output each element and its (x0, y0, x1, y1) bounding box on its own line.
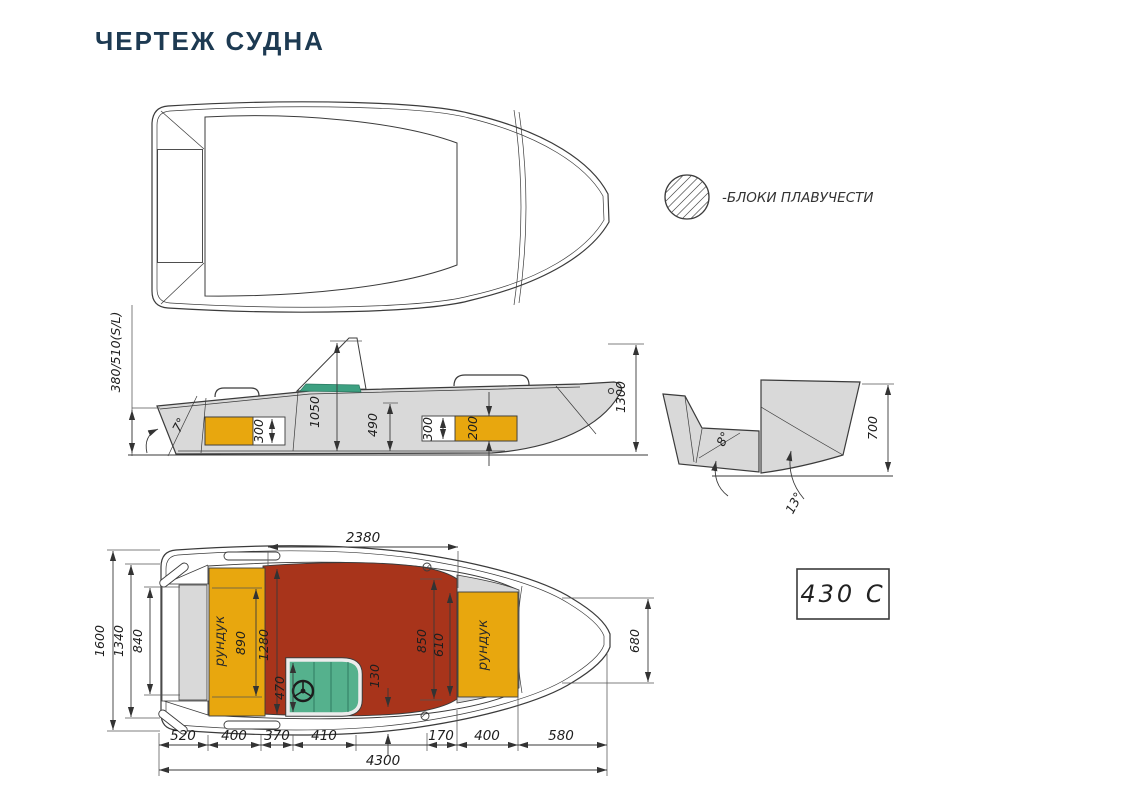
plan-cleat-top (422, 562, 432, 572)
side-windshield (295, 337, 367, 392)
section-stern-seam1 (684, 396, 695, 463)
section-deadrise-mid-arc (786, 450, 805, 500)
section-midship-inner-curve (760, 406, 844, 456)
dim-170: 170 (428, 728, 454, 744)
model-badge-frame (796, 568, 890, 620)
side-stern-seat (204, 416, 254, 446)
dim-610: 610 (431, 633, 446, 657)
side-transom-angle-line (167, 395, 198, 457)
plan-view: рундук рундук 1600 1340 840 890 1280 470… (92, 530, 654, 776)
flotation-block-symbol (664, 174, 710, 220)
side-stern-rail (214, 387, 260, 398)
dim-beam: 1600 (92, 625, 107, 657)
top-transom-panel (157, 149, 203, 263)
page-title: ЧЕРТЕЖ СУДНА (95, 26, 325, 56)
legend-label: -БЛОКИ ПЛАВУЧЕСТИ (722, 190, 873, 206)
dim-bow-seat-height: 200 (465, 416, 480, 440)
dim-680: 680 (627, 629, 642, 653)
legend: -БЛОКИ ПЛАВУЧЕСТИ (664, 174, 873, 220)
top-corner-seam-lower (160, 262, 205, 305)
section-deadrise-aft-line (698, 432, 741, 459)
top-bow-frame-seam2 (518, 111, 527, 304)
dim-windshield-height: 1050 (307, 396, 322, 428)
plan-stern-corner-seam-down (163, 700, 209, 716)
dim-bow-height: 1300 (613, 381, 628, 413)
top-view (151, 101, 610, 313)
dim-520: 520 (170, 728, 196, 744)
section-stern-seam2 (695, 428, 703, 464)
top-cockpit (204, 115, 458, 297)
dim-1340: 1340 (111, 625, 126, 657)
dim-130: 130 (367, 664, 382, 688)
plan-stern-rail-top (223, 551, 281, 561)
plan-hull-outline (160, 545, 611, 736)
dim-cockpit-depth: 490 (365, 413, 380, 437)
plan-console (286, 658, 362, 716)
side-bow-seat (454, 415, 518, 442)
side-windshield-dashboard (299, 383, 362, 393)
section-deadrise-aft-arc (711, 460, 729, 497)
dim-410: 410 (311, 728, 337, 744)
dim-freeboard: 380/510(S/L) (108, 312, 123, 393)
dim-transom-angle: 7° (169, 415, 189, 435)
bow-locker-label: рундук (475, 619, 491, 672)
plan-cleat-bottom (420, 711, 430, 721)
dim-850: 850 (414, 629, 429, 653)
side-transom-bulkhead (200, 397, 207, 454)
dim-bow-step-height: 300 (420, 417, 435, 441)
side-console-front (292, 391, 299, 452)
section-stern-half (662, 393, 760, 473)
stern-locker-label: рундук (212, 615, 228, 668)
top-hull-outline (151, 101, 610, 313)
plan-corner-rail-top (159, 562, 189, 588)
dim-840: 840 (130, 629, 145, 653)
plan-transom-platform (178, 584, 208, 701)
dim-1280: 1280 (256, 629, 271, 661)
model-badge-label: 430 C (800, 580, 885, 608)
model-badge: 430 C (796, 568, 890, 620)
dim-overall-length: 4300 (366, 753, 400, 769)
dim-stern-seat-height: 300 (251, 419, 266, 443)
plan-bow-locker (457, 591, 519, 698)
dim-580: 580 (548, 728, 574, 744)
top-hull-inner-line (156, 106, 605, 308)
plan-corner-rail-bottom (158, 709, 188, 735)
side-transom-angle-arc (145, 428, 159, 454)
dim-section-height: 700 (865, 416, 880, 440)
dim-370: 370 (264, 728, 290, 744)
section-view: 8° 13° 700 (662, 379, 894, 517)
dim-deadrise-mid: 13° (782, 490, 806, 517)
top-bow-frame-seam (513, 109, 522, 306)
plan-stern-rail-bottom (223, 720, 281, 730)
dim-890: 890 (233, 631, 248, 655)
dim-470: 470 (272, 676, 287, 700)
section-midship-half (760, 379, 861, 474)
dim-400a: 400 (221, 728, 247, 744)
side-bow-rail (453, 374, 530, 387)
side-sheer-inner-line (159, 386, 581, 410)
side-bow-seam (555, 385, 597, 435)
dim-400b: 400 (474, 728, 500, 744)
side-view: 380/510(S/L) 7° 1050 490 300 300 200 130… (108, 305, 648, 466)
side-bow-eye (607, 387, 615, 395)
dim-deadrise-aft: 8° (713, 429, 733, 449)
top-corner-seam-upper (160, 110, 205, 150)
dim-cockpit-length: 2380 (346, 530, 380, 546)
